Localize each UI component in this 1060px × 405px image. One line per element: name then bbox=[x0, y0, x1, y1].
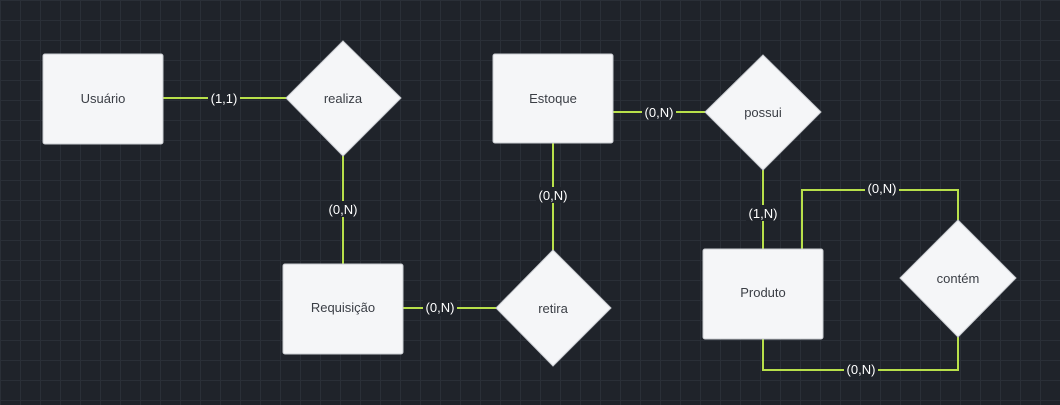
cardinality-label: (0,N) bbox=[329, 202, 358, 217]
cardinality-label: (0,N) bbox=[426, 300, 455, 315]
relationship-possui[interactable]: possui bbox=[704, 54, 822, 171]
cardinality-label: (0,N) bbox=[847, 362, 876, 377]
entity-produto-label: Produto bbox=[740, 285, 786, 300]
relationship-realiza[interactable]: realiza bbox=[285, 40, 402, 157]
cardinality-produto-contem-top: (0,N) bbox=[865, 181, 899, 197]
cardinality-label: (1,1) bbox=[211, 91, 238, 106]
connector-produto-contem-top[interactable] bbox=[801, 189, 959, 249]
cardinality-label: (0,N) bbox=[645, 105, 674, 120]
relationship-realiza-label: realiza bbox=[324, 91, 363, 106]
cardinality-label: (0,N) bbox=[539, 188, 568, 203]
cardinality-requisicao-retira: (0,N) bbox=[423, 300, 457, 316]
cardinality-realiza-requisicao: (0,N) bbox=[326, 201, 360, 217]
cardinality-estoque-possui: (0,N) bbox=[642, 104, 676, 120]
entity-requisicao-label: Requisição bbox=[311, 300, 375, 315]
cardinality-label: (0,N) bbox=[868, 181, 897, 196]
entity-requisicao[interactable]: Requisição bbox=[282, 263, 404, 355]
relationship-retira-label: retira bbox=[538, 301, 568, 316]
cardinality-produto-contem-bottom: (0,N) bbox=[844, 361, 878, 377]
relationship-contem[interactable]: contém bbox=[899, 219, 1017, 338]
entity-estoque[interactable]: Estoque bbox=[492, 53, 614, 144]
entity-estoque-label: Estoque bbox=[529, 91, 577, 106]
entity-usuario-label: Usuário bbox=[81, 91, 126, 106]
relationship-possui-label: possui bbox=[744, 105, 782, 120]
relationship-retira[interactable]: retira bbox=[495, 249, 612, 367]
entity-produto[interactable]: Produto bbox=[702, 248, 824, 340]
cardinality-estoque-retira: (0,N) bbox=[536, 187, 570, 203]
cardinality-usuario-realiza: (1,1) bbox=[208, 90, 240, 106]
cardinality-label: (1,N) bbox=[749, 206, 778, 221]
relationship-contem-label: contém bbox=[937, 271, 980, 286]
cardinality-possui-produto: (1,N) bbox=[746, 205, 780, 221]
entity-usuario[interactable]: Usuário bbox=[42, 53, 164, 145]
